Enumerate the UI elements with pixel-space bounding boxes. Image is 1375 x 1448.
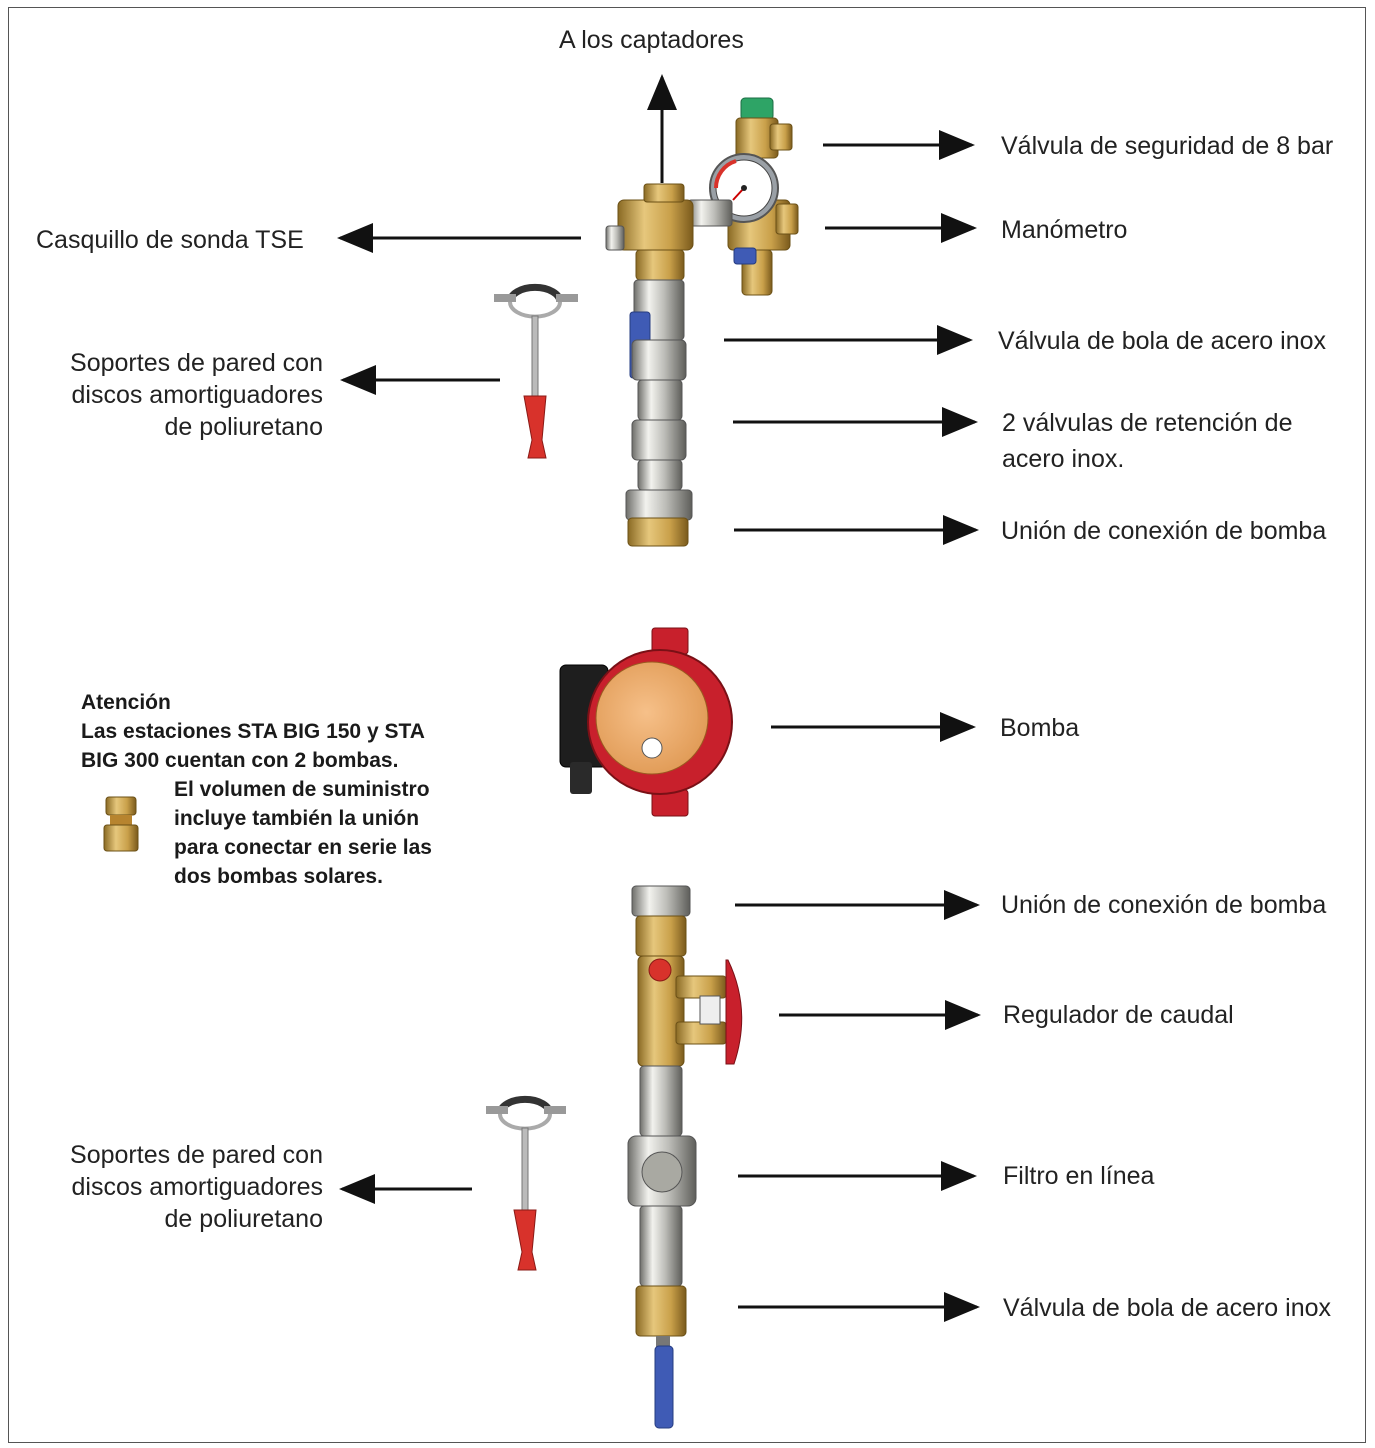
label-soportes-upper-line1: Soportes de pared con (70, 347, 323, 379)
label-soportes-upper-line2: discos amortiguadores (71, 379, 323, 411)
label-soportes-lower-line3: de poliuretano (165, 1203, 323, 1235)
note-indent-line4: dos bombas solares. (174, 862, 383, 891)
label-union-bomba-lower: Unión de conexión de bomba (1001, 889, 1326, 921)
label-valvula-seguridad: Válvula de seguridad de 8 bar (1001, 130, 1333, 162)
wall-bracket-lower (486, 1099, 566, 1270)
note-title: Atención (81, 688, 171, 717)
note-indent-line2: incluye también la unión (174, 804, 419, 833)
label-regulador-caudal: Regulador de caudal (1003, 999, 1234, 1031)
label-soportes-lower-line1: Soportes de pared con (70, 1139, 323, 1171)
pump (560, 628, 732, 816)
label-valvulas-retencion-line2: acero inox. (1002, 443, 1124, 475)
note-indent-line3: para conectar en serie las (174, 833, 432, 862)
label-valvula-bola-lower: Válvula de bola de acero inox (1003, 1292, 1331, 1324)
note-line2: BIG 300 cuentan con 2 bombas. (81, 746, 398, 775)
label-soportes-lower-line2: discos amortiguadores (71, 1171, 323, 1203)
label-captadores: A los captadores (559, 24, 744, 56)
label-filtro-linea: Filtro en línea (1003, 1160, 1154, 1192)
label-valvulas-retencion-line1: 2 válvulas de retención de (1002, 407, 1292, 439)
label-bomba: Bomba (1000, 712, 1079, 744)
lower-assembly (628, 886, 742, 1428)
wall-bracket-upper (494, 287, 578, 458)
note-indent-line1: El volumen de suministro (174, 775, 430, 804)
label-manometro: Manómetro (1001, 214, 1127, 246)
note-line1: Las estaciones STA BIG 150 y STA (81, 717, 425, 746)
label-valvula-bola-upper: Válvula de bola de acero inox (998, 325, 1326, 357)
coupling-icon (104, 797, 138, 851)
label-union-bomba-upper: Unión de conexión de bomba (1001, 515, 1326, 547)
upper-assembly (606, 98, 798, 546)
label-casquillo-sonda: Casquillo de sonda TSE (36, 224, 304, 256)
label-soportes-upper-line3: de poliuretano (165, 411, 323, 443)
